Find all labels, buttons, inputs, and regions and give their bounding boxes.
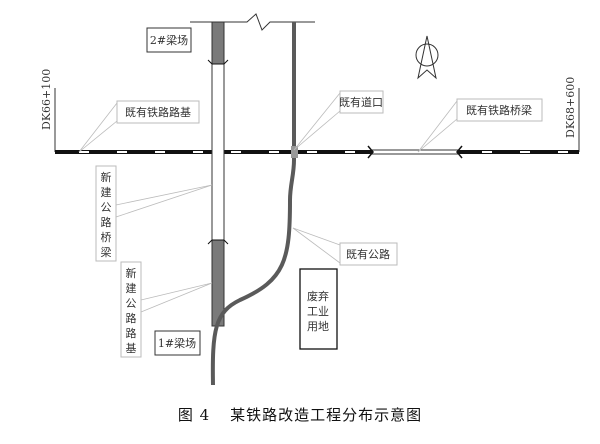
existing-road [210, 22, 296, 386]
svg-text:2#梁场: 2#梁场 [150, 33, 188, 47]
callout-existing-rail-subgrade: 既有铁路路基 [78, 100, 200, 153]
svg-text:既有铁路桥梁: 既有铁路桥梁 [466, 103, 532, 117]
label-yard2: 2#梁场 [146, 27, 192, 53]
svg-text:建: 建 [101, 185, 112, 199]
figure-title: 某铁路改造工程分布示意图 [230, 406, 423, 424]
svg-text:1#梁场: 1#梁场 [158, 336, 196, 350]
svg-text:建: 建 [126, 281, 137, 295]
svg-text:路: 路 [126, 312, 137, 325]
callout-existing-rail-bridge: 既有铁路桥梁 [417, 98, 543, 153]
label-yard1: 1#梁场 [154, 330, 201, 356]
svg-text:路: 路 [126, 327, 137, 340]
bridge-end-mark-top [207, 59, 229, 65]
svg-text:废弃: 废弃 [307, 289, 329, 303]
existing-railway-bridge [367, 145, 463, 159]
north-arrow-icon [415, 35, 439, 80]
svg-text:新: 新 [101, 170, 112, 184]
bridge-end-mark-bottom [207, 239, 229, 245]
svg-text:既有铁路路基: 既有铁路路基 [125, 105, 191, 119]
callout-existing-road: 既有公路 [292, 227, 398, 266]
svg-text:公: 公 [101, 201, 112, 214]
svg-text:路: 路 [101, 216, 112, 229]
svg-text:工业: 工业 [307, 305, 329, 318]
svg-text:既有公路: 既有公路 [346, 247, 390, 261]
svg-text:基: 基 [126, 342, 137, 355]
svg-text:公: 公 [126, 297, 137, 310]
svg-text:用地: 用地 [307, 320, 329, 333]
stake-label-right: DK68+600 [564, 77, 577, 138]
new-road-subgrade-top [211, 21, 225, 65]
top-boundary-line [190, 13, 315, 31]
figure-caption: 图 4 某铁路改造工程分布示意图 [0, 404, 600, 425]
svg-text:梁: 梁 [101, 245, 112, 259]
figure-number: 图 4 [177, 406, 211, 424]
svg-text:桥: 桥 [101, 231, 112, 244]
stake-label-left: DK66+100 [40, 69, 53, 130]
callout-existing-crossing: 既有道口 [293, 90, 384, 151]
svg-text:既有道口: 既有道口 [339, 95, 383, 109]
existing-crossing-mark [291, 146, 298, 158]
callout-new-road-bridge: 新 建 公 路 桥 梁 [95, 165, 213, 262]
svg-text:新: 新 [126, 266, 137, 280]
callout-new-road-subgrade: 新 建 公 路 路 基 [120, 261, 213, 358]
abandoned-industrial-land: 废弃 工业 用地 [299, 268, 338, 350]
